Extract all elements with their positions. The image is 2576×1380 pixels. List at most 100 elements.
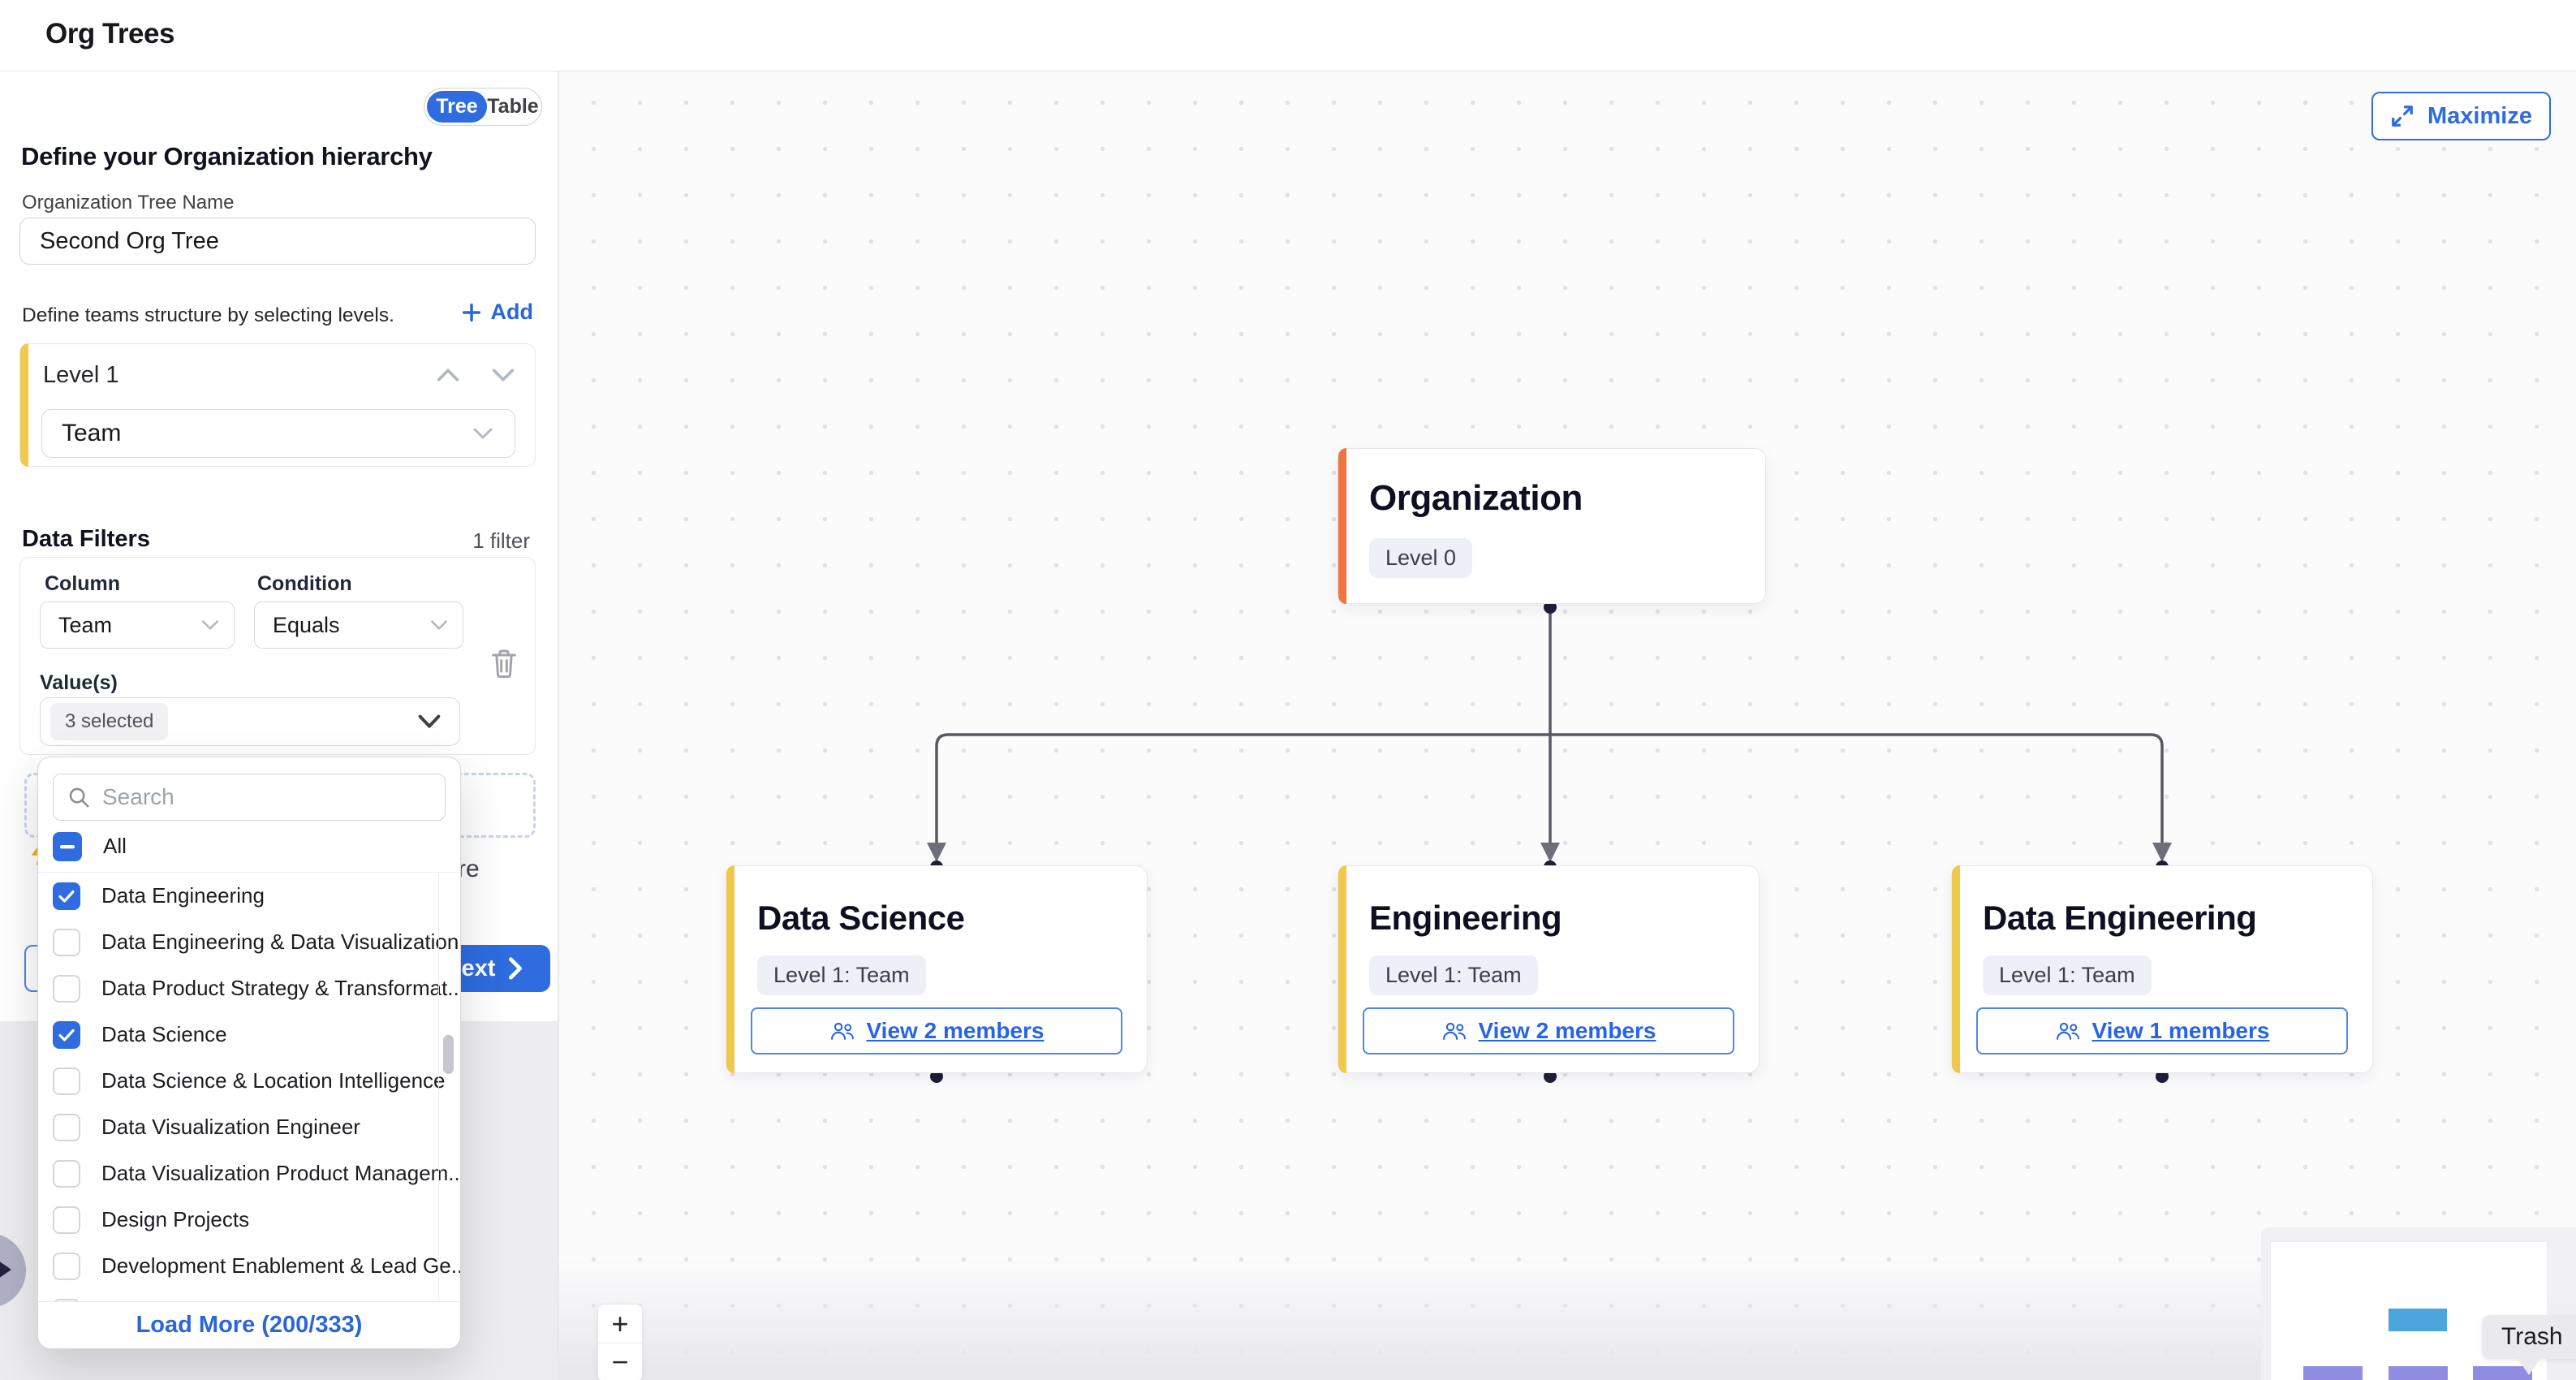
minimap-node-root [2389, 1309, 2447, 1331]
toggle-table[interactable]: Table [487, 95, 539, 118]
maximize-icon [2390, 104, 2414, 128]
level-type-select[interactable]: Team [41, 409, 515, 458]
unchecked-checkbox[interactable] [53, 1067, 80, 1095]
node-title: Organization [1369, 478, 1583, 518]
values-summary-chip: 3 selected [50, 703, 169, 740]
org-node-root[interactable]: Organization Level 0 [1338, 448, 1766, 604]
tip-text-fragment: re [458, 856, 480, 882]
node-level-badge: Level 1: Team [1983, 955, 2152, 995]
values-multiselect[interactable]: 3 selected [40, 697, 460, 746]
org-node-data-engineering[interactable]: Data Engineering Level 1: Team View 1 me… [1951, 865, 2373, 1073]
tree-connectors [927, 601, 2172, 1083]
org-node-data-science[interactable]: Data Science Level 1: Team View 2 member… [726, 865, 1148, 1073]
dropdown-search-input[interactable] [102, 784, 432, 810]
chevron-down-icon [200, 618, 221, 632]
tree-name-input[interactable] [19, 218, 536, 265]
zoom-out-button[interactable]: − [598, 1343, 642, 1380]
dropdown-option[interactable]: Data Engineering & Data Visualization [38, 919, 460, 965]
load-more-button[interactable]: Load More (200/333) [38, 1301, 460, 1348]
search-icon [67, 785, 91, 809]
unchecked-checkbox[interactable] [53, 1252, 80, 1280]
delete-filter-trash-icon[interactable] [488, 645, 520, 681]
chevron-down-icon [429, 618, 450, 632]
play-triangle-icon [0, 1259, 11, 1280]
dropdown-option[interactable]: Design Projects [38, 1197, 460, 1243]
node-level-badge: Level 1: Team [1369, 955, 1538, 995]
option-label: Data Engineering [101, 883, 265, 908]
node-level-badge: Level 1: Team [757, 955, 926, 995]
members-icon [2055, 1020, 2081, 1042]
zoom-in-button[interactable]: + [598, 1305, 642, 1343]
checked-checkbox[interactable] [53, 882, 80, 910]
unchecked-checkbox[interactable] [53, 928, 80, 956]
checked-checkbox[interactable] [53, 1020, 80, 1049]
option-label: Data Science [101, 1022, 227, 1046]
maximize-button[interactable]: Maximize [2371, 92, 2551, 140]
data-filters-count: 1 filter [472, 528, 530, 553]
add-level-label: Add [490, 300, 533, 324]
plus-icon [460, 301, 483, 324]
add-level-button[interactable]: Add [460, 300, 533, 325]
view-members-button[interactable]: View 1 members [1976, 1007, 2348, 1054]
unchecked-checkbox[interactable] [53, 1159, 80, 1188]
dropdown-option-list: Data Engineering Data Engineering & Data… [38, 873, 460, 1301]
condition-label: Condition [257, 572, 352, 595]
option-label: Development & Portfolio Strat... [101, 1300, 397, 1301]
select-all-label: All [103, 834, 127, 858]
view-members-label: View 2 members [1478, 1018, 1656, 1043]
option-label: Design Projects [101, 1207, 250, 1231]
trash-tooltip: Trash [2482, 1315, 2576, 1359]
toggle-tree[interactable]: Tree [427, 91, 487, 123]
chevron-down-icon [471, 425, 495, 442]
values-label: Value(s) [40, 671, 118, 694]
minimap-node-child [2303, 1366, 2363, 1380]
option-label: Data Visualization Product Managem... [101, 1161, 460, 1185]
tree-table-toggle[interactable]: Tree Table [424, 88, 542, 126]
dropdown-option[interactable]: Data Product Strategy & Transformat... [38, 965, 460, 1011]
org-tree-canvas[interactable]: Maximize Organization Level 0 Data Scien… [559, 71, 2576, 1380]
condition-select[interactable]: Equals [254, 602, 463, 649]
filter-card: Column Condition Team Equals Value(s) 3 … [19, 557, 536, 755]
dropdown-option[interactable]: Data Science [38, 1011, 460, 1058]
dropdown-option[interactable]: Data Visualization Product Managem... [38, 1150, 460, 1197]
node-title: Engineering [1369, 899, 1562, 937]
scrollbar-thumb[interactable] [443, 1035, 454, 1074]
canvas-bottom-fade [559, 1258, 2576, 1380]
dropdown-search[interactable] [53, 774, 446, 821]
scrollbar-track [438, 873, 439, 1301]
level-title: Level 1 [43, 362, 119, 388]
column-value: Team [58, 612, 113, 637]
minimap-node-child [2389, 1366, 2448, 1380]
level-card: Level 1 Team [19, 343, 536, 467]
unchecked-checkbox[interactable] [53, 1205, 80, 1234]
view-members-button[interactable]: View 2 members [1363, 1007, 1734, 1054]
org-node-engineering[interactable]: Engineering Level 1: Team View 2 members [1338, 865, 1760, 1073]
page-title: Org Trees [45, 18, 174, 50]
dropdown-option[interactable]: Data Visualization Engineer [38, 1104, 460, 1150]
dropdown-option[interactable]: Data Engineering [38, 873, 460, 919]
column-select[interactable]: Team [40, 602, 235, 649]
dropdown-option[interactable]: Development & Portfolio Strat... [38, 1289, 460, 1301]
move-level-up-icon[interactable] [434, 365, 462, 385]
option-label: Data Visualization Engineer [101, 1115, 360, 1139]
trash-tooltip-tail [2517, 1357, 2541, 1375]
condition-value: Equals [273, 612, 340, 637]
maximize-label: Maximize [2427, 102, 2532, 129]
indeterminate-checkbox[interactable] [53, 831, 82, 861]
dropdown-option[interactable]: Development Enablement & Lead Ge... [38, 1243, 460, 1289]
dropdown-option[interactable]: Data Science & Location Intelligence [38, 1058, 460, 1104]
level-type-value: Team [62, 420, 122, 446]
unchecked-checkbox[interactable] [53, 974, 80, 1003]
zoom-controls: + − [597, 1304, 643, 1380]
option-label: Development Enablement & Lead Ge... [101, 1253, 460, 1278]
view-members-button[interactable]: View 2 members [751, 1007, 1122, 1054]
view-members-label: View 1 members [2091, 1018, 2270, 1043]
node-level-badge: Level 0 [1369, 538, 1473, 578]
move-level-down-icon[interactable] [489, 365, 517, 385]
unchecked-checkbox[interactable] [53, 1113, 80, 1141]
panel-heading: Define your Organization hierarchy [21, 142, 433, 170]
select-all-row[interactable]: All [38, 821, 460, 873]
members-icon [829, 1020, 855, 1042]
data-filters-title: Data Filters [22, 526, 150, 552]
